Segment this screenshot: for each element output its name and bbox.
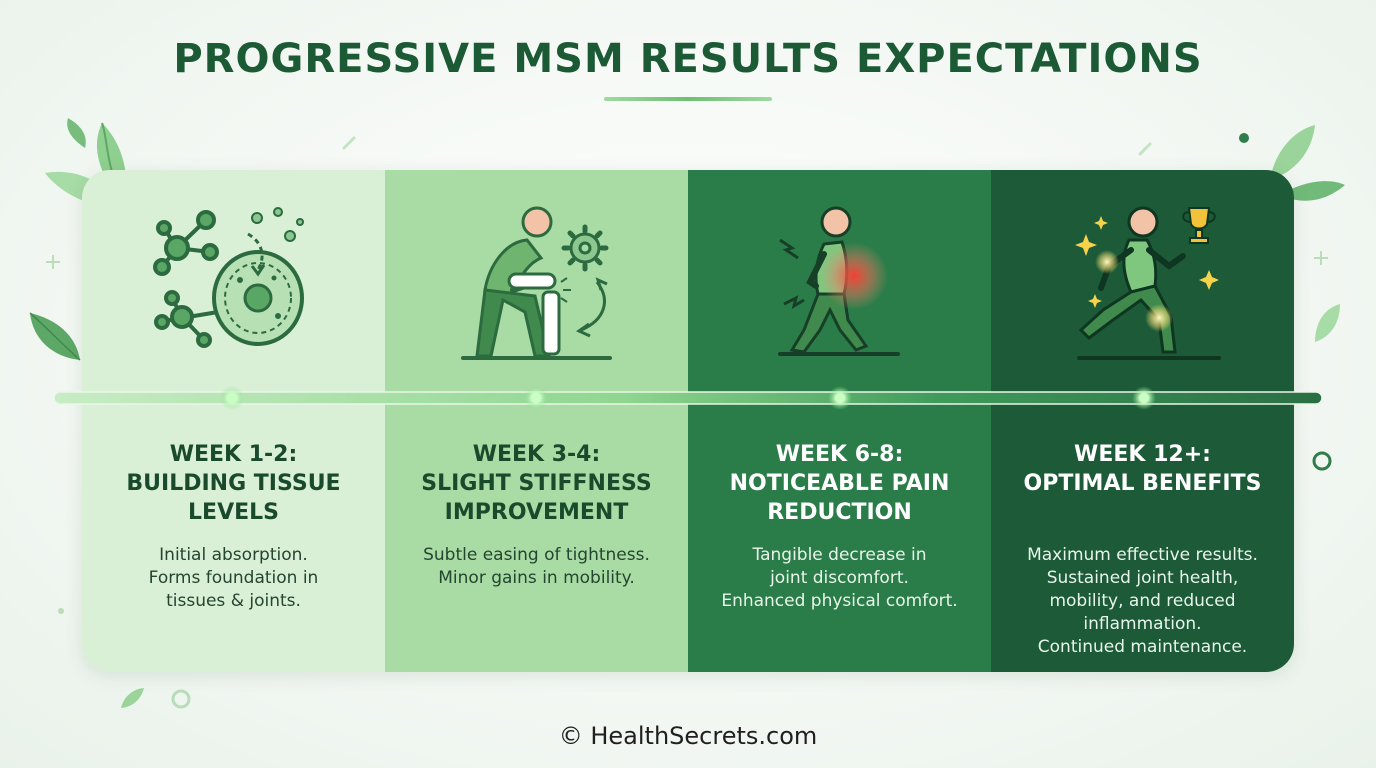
- walking-person-pain-icon: [778, 206, 900, 356]
- leaf-decoration-right: [1270, 125, 1345, 201]
- page-title: PROGRESSIVE MSM RESULTS EXPECTATIONS: [173, 36, 1203, 82]
- stage-heading: WEEK 6-8: NOTICEABLE PAIN REDUCTION: [729, 442, 950, 525]
- leaf-decoration-right-small: [1315, 304, 1340, 342]
- stage-week-12-plus: WEEK 12+: OPTIMAL BENEFITS Maximum effec…: [991, 170, 1294, 672]
- stages-panel: WEEK 1-2: BUILDING TISSUE LEVELS Initial…: [82, 170, 1294, 672]
- stage-description: Tangible decrease in joint discomfort. E…: [721, 545, 958, 611]
- leaf-decoration-bottom: [121, 688, 144, 708]
- running-person-trophy-icon: [1075, 206, 1221, 360]
- molecule-cell-absorption-icon: [153, 207, 304, 348]
- title-underline: [604, 97, 772, 101]
- footer-credit: © HealthSecrets.com: [558, 722, 818, 750]
- stage-heading: WEEK 3-4: SLIGHT STIFFNESS IMPROVEMENT: [421, 442, 652, 525]
- stage-description: Maximum effective results. Sustained joi…: [1027, 545, 1258, 657]
- stage-description: Subtle easing of tightness. Minor gains …: [423, 545, 650, 588]
- stage-week-6-8: WEEK 6-8: NOTICEABLE PAIN REDUCTION Tang…: [688, 170, 991, 672]
- person-knee-gear-icon: [461, 206, 612, 360]
- stage-week-1-2: WEEK 1-2: BUILDING TISSUE LEVELS Initial…: [82, 170, 385, 672]
- leaf-decoration-left-bottom: [29, 312, 81, 361]
- stage-description: Initial absorption. Forms foundation in …: [148, 545, 319, 611]
- stage-week-3-4: WEEK 3-4: SLIGHT STIFFNESS IMPROVEMENT S…: [385, 170, 688, 672]
- stage-heading: WEEK 1-2: BUILDING TISSUE LEVELS: [126, 442, 341, 525]
- stage-heading: WEEK 12+: OPTIMAL BENEFITS: [1023, 442, 1262, 496]
